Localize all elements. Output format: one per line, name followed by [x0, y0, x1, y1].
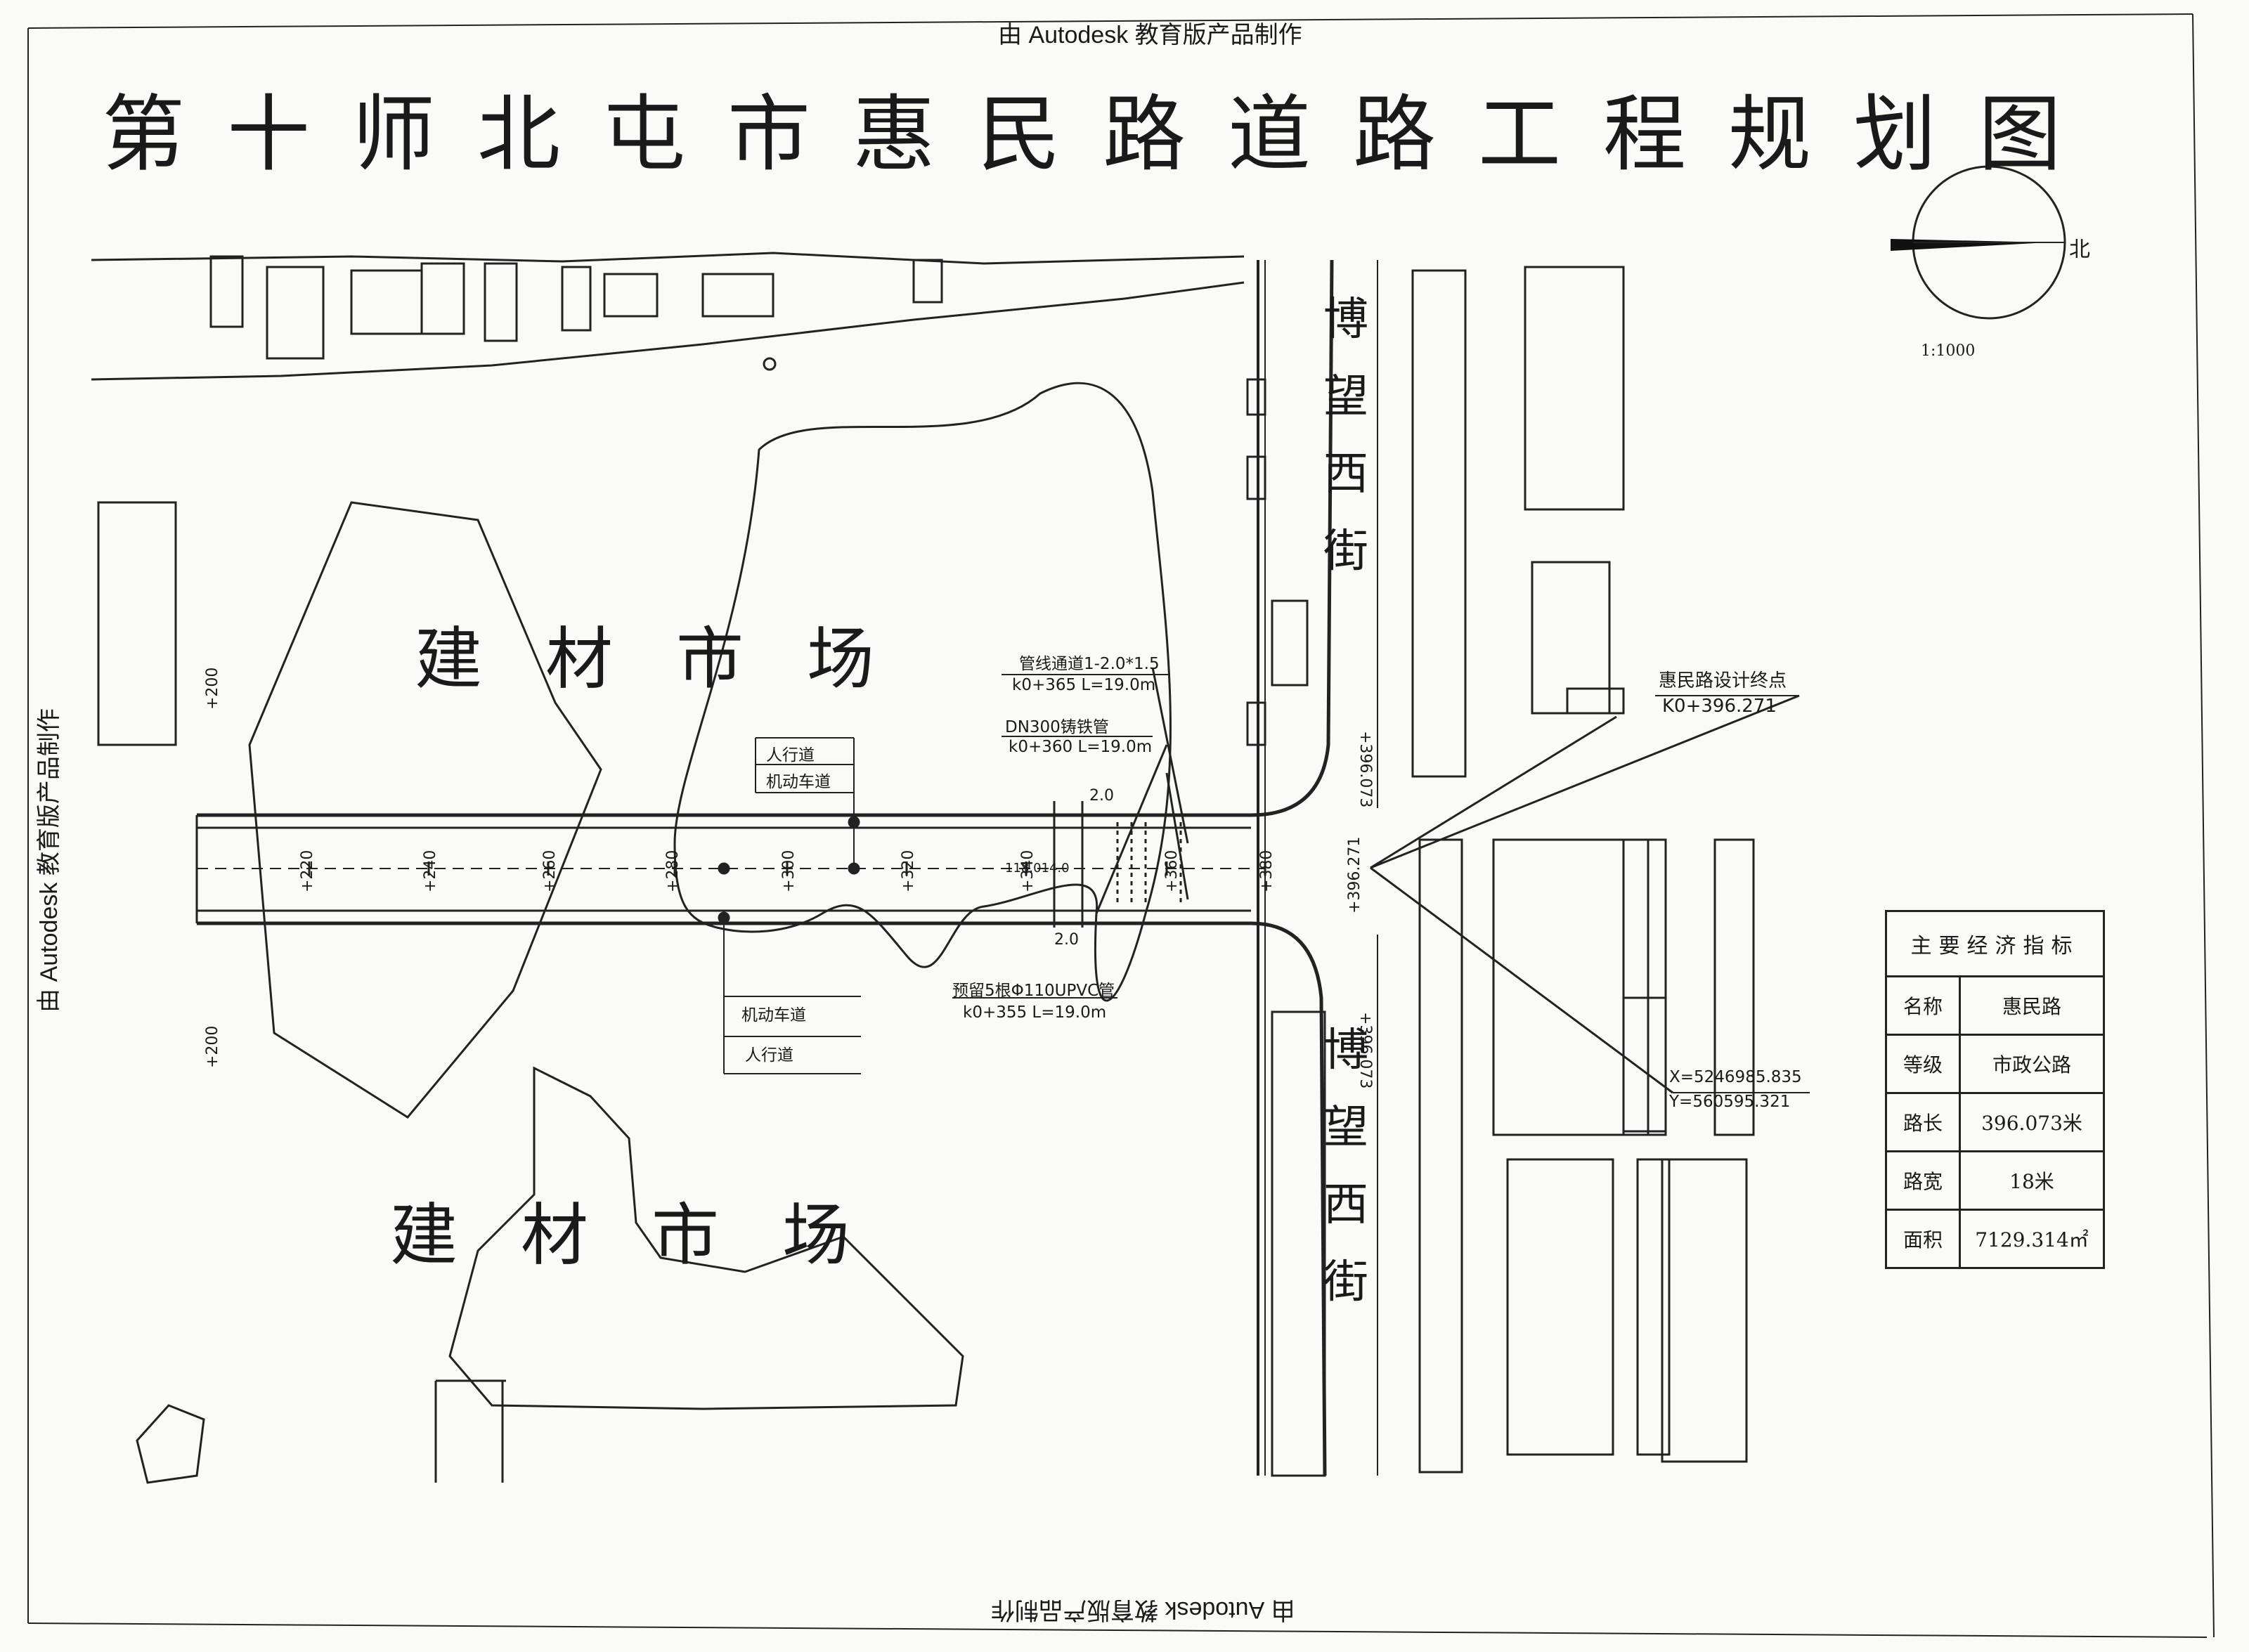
upvc-station: k0+355 L=19.0m — [963, 1003, 1107, 1022]
watermark-left: 由 Autodesk 教育版产品制作 — [35, 708, 63, 1013]
station-340: +340 — [1019, 850, 1037, 892]
station-260: +260 — [541, 850, 559, 892]
table-row: 等级 市政公路 — [1885, 1034, 2105, 1094]
width-mark-top: 2.0 — [1089, 787, 1114, 805]
lane-south-walkway: 人行道 — [745, 1046, 793, 1065]
station-200-top: +200 — [204, 667, 221, 710]
station-220: +220 — [299, 850, 316, 892]
table-row: 路宽 18米 — [1885, 1150, 2105, 1211]
street-label-lower[interactable]: 博望西街 — [1323, 1025, 1368, 1308]
station-396-073-top: +396.073 — [1356, 731, 1374, 808]
width-mark-bottom: 2.0 — [1054, 931, 1079, 949]
scale-label: 1:1000 — [1921, 342, 1976, 360]
table-row: 名称 惠民路 — [1885, 975, 2105, 1036]
lane-north-motorway: 机动车道 — [766, 773, 831, 791]
watermark-bottom: 由 Autodesk 教育版产品制作 — [991, 1596, 1295, 1623]
north-label: 北 — [2069, 238, 2090, 262]
upvc-note: 预留5根Φ110UPVC管 — [952, 982, 1115, 1000]
cast-iron-note: DN300铸铁管 — [1005, 718, 1109, 736]
lane-north-walkway: 人行道 — [766, 746, 815, 765]
coord-x: X=5246985.835 — [1669, 1068, 1802, 1086]
drawing-title: 第十师北屯市惠民路道路工程规划图 — [102, 86, 2104, 183]
end-station-label: K0+396.271 — [1662, 696, 1777, 717]
coord-y: Y=560595.321 — [1669, 1093, 1791, 1111]
table-row: 路长 396.073米 — [1885, 1092, 2105, 1152]
watermark-top: 由 Autodesk 教育版产品制作 — [998, 22, 1302, 48]
mid-value: 118.014.0 — [1005, 861, 1070, 876]
pipe-channel-note: 管线通道1-2.0*1.5 — [1019, 655, 1160, 673]
lane-south-motorway: 机动车道 — [741, 1006, 806, 1025]
station-240: +240 — [422, 850, 439, 892]
station-396-073-bottom: +396.073 — [1356, 1012, 1374, 1089]
market-label-upper[interactable]: 建材市场 — [415, 620, 938, 698]
station-280: +280 — [664, 850, 682, 892]
table-row: 面积 7129.314㎡ — [1885, 1209, 2105, 1269]
station-300: +300 — [780, 850, 798, 892]
station-320: +320 — [900, 850, 917, 892]
north-arrow-icon — [1891, 165, 2066, 320]
station-380: +380 — [1258, 850, 1276, 892]
pipe-channel-station: k0+365 L=19.0m — [1012, 676, 1156, 694]
station-360: +360 — [1163, 850, 1181, 892]
station-200-bottom: +200 — [204, 1025, 221, 1068]
cast-iron-station: k0+360 L=19.0m — [1009, 738, 1153, 756]
economic-indicators-table: 主要经济指标 名称 惠民路 等级 市政公路 路长 396.073米 路宽 18米… — [1885, 910, 2105, 1269]
table-heading: 主要经济指标 — [1885, 910, 2105, 977]
market-label-lower[interactable]: 建材市场 — [390, 1196, 913, 1275]
end-point-label: 惠民路设计终点 — [1659, 670, 1787, 691]
station-396-271: +396.271 — [1346, 836, 1363, 913]
street-label-upper[interactable]: 博望西街 — [1323, 294, 1368, 578]
